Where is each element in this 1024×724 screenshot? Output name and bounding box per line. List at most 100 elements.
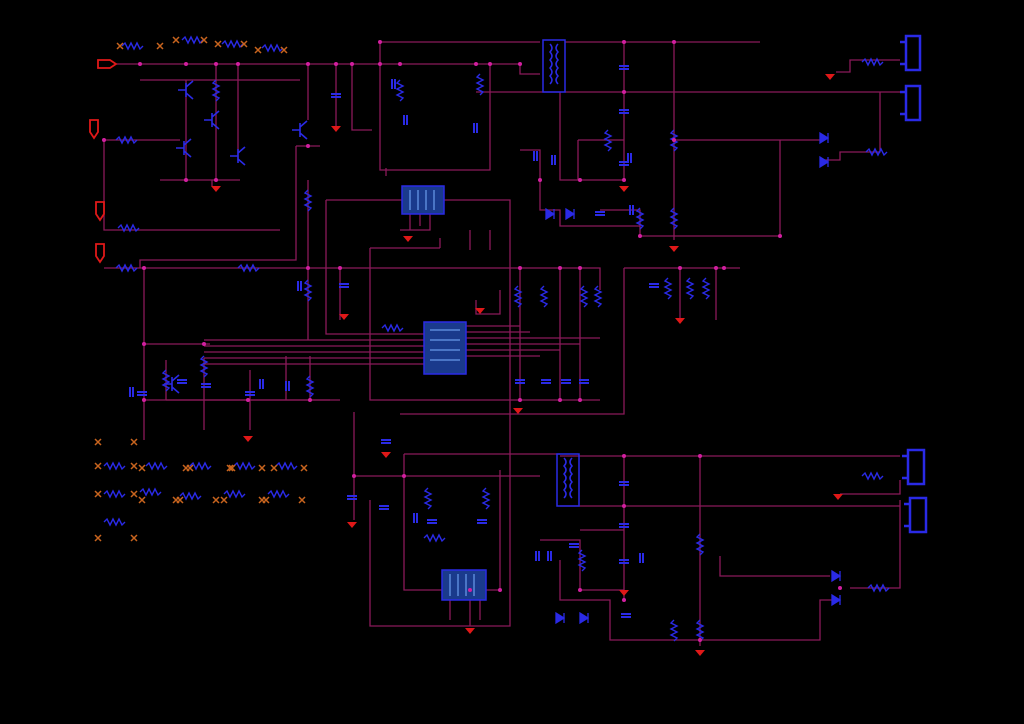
capacitor-icon	[619, 559, 629, 564]
capacitor-icon	[259, 379, 264, 389]
junction-dot	[142, 398, 146, 402]
diode-icon	[819, 131, 830, 145]
wire	[385, 168, 431, 231]
junction-dot	[838, 586, 842, 590]
transistor-icon	[178, 80, 194, 100]
jumper-pin-icon	[212, 496, 220, 504]
resistor-icon	[115, 135, 138, 145]
junction-dot	[714, 266, 718, 270]
jumper-pin-icon	[220, 496, 228, 504]
wire	[469, 230, 491, 250]
junction-dot	[538, 178, 542, 182]
junction-dot	[578, 266, 582, 270]
diode-icon	[545, 207, 556, 221]
junction-dot	[184, 178, 188, 182]
resistor-icon	[115, 263, 138, 273]
transformer-bottom	[556, 453, 580, 507]
junction-dot	[498, 588, 502, 592]
capacitor-icon	[569, 543, 579, 548]
junction-dot	[518, 266, 522, 270]
wire	[404, 453, 900, 507]
wire	[369, 330, 511, 627]
capacitor-icon	[339, 283, 349, 288]
capacitor-icon	[347, 495, 357, 500]
junction-dot	[138, 62, 142, 66]
resistor-icon	[303, 279, 313, 302]
resistor-icon	[663, 277, 673, 300]
transformer-icon	[542, 39, 566, 93]
input-ports	[89, 59, 118, 264]
wire	[325, 199, 511, 335]
junction-dot	[378, 40, 382, 44]
junction-dot	[578, 398, 582, 402]
resistor-icon	[577, 549, 587, 572]
wire	[820, 92, 881, 161]
wire	[840, 480, 901, 495]
jumper-pin-icon	[94, 462, 102, 470]
wire	[165, 356, 311, 430]
wire	[369, 238, 600, 401]
wire	[475, 290, 501, 315]
junction-dot	[246, 398, 250, 402]
junction-dot	[698, 638, 702, 642]
transistor-icon	[292, 120, 308, 140]
wire	[559, 560, 840, 641]
resistor-icon	[103, 489, 126, 499]
resistor-icon	[181, 35, 204, 45]
capacitor-icon	[619, 65, 629, 70]
resistor-icon	[189, 461, 212, 471]
wire	[539, 180, 780, 237]
capacitor-icon	[541, 379, 551, 384]
wire	[140, 64, 300, 180]
capacitor-icon	[619, 109, 629, 114]
junction-dot	[352, 474, 356, 478]
junction-dot	[102, 138, 106, 142]
resistor-icon	[199, 355, 209, 378]
capacitor-icon	[413, 513, 418, 523]
transformer-top	[542, 39, 566, 93]
junction-dot	[468, 588, 472, 592]
junction-dot	[214, 62, 218, 66]
diode-icon	[831, 569, 842, 583]
jumper-pin-icon	[240, 40, 248, 48]
ground-icon	[833, 494, 843, 500]
capacitor-icon	[297, 281, 302, 291]
junction-dot	[678, 266, 682, 270]
junction-dot	[778, 234, 782, 238]
diode-icon	[555, 611, 566, 625]
junction-dot	[578, 178, 582, 182]
jumper-pin-icon	[200, 36, 208, 44]
junction-dot	[672, 40, 676, 44]
ic-chip-1	[401, 185, 445, 215]
wire	[353, 412, 540, 520]
capacitor-icon	[639, 553, 644, 563]
junction-dot	[518, 62, 522, 66]
junction-dot	[202, 342, 206, 346]
ic-chip-icon	[423, 321, 467, 375]
wire	[577, 139, 624, 180]
jumper-pin-icon	[300, 464, 308, 472]
resistor-icon	[475, 73, 485, 96]
resistor-icon	[221, 39, 244, 49]
resistor-icon	[669, 619, 679, 642]
resistor-icon	[103, 461, 126, 471]
junction-dot	[518, 398, 522, 402]
resistor-icon	[395, 79, 405, 102]
junction-dot	[558, 266, 562, 270]
capacitor-icon	[547, 551, 552, 561]
resistor-icon	[635, 207, 645, 230]
input-port-icon	[95, 243, 105, 264]
jumper-pin-icon	[94, 534, 102, 542]
jumper-pin-icon	[254, 46, 262, 54]
junction-dot	[474, 62, 478, 66]
capacitor-icon	[177, 379, 187, 384]
junction-dot	[334, 62, 338, 66]
connector-icon	[900, 84, 922, 122]
ground-symbols	[211, 74, 843, 656]
resistor-icon	[603, 129, 613, 152]
wire	[104, 267, 601, 290]
capacitor-icon	[595, 211, 605, 216]
transistor-icon	[164, 374, 180, 394]
resistor-icon	[223, 489, 246, 499]
